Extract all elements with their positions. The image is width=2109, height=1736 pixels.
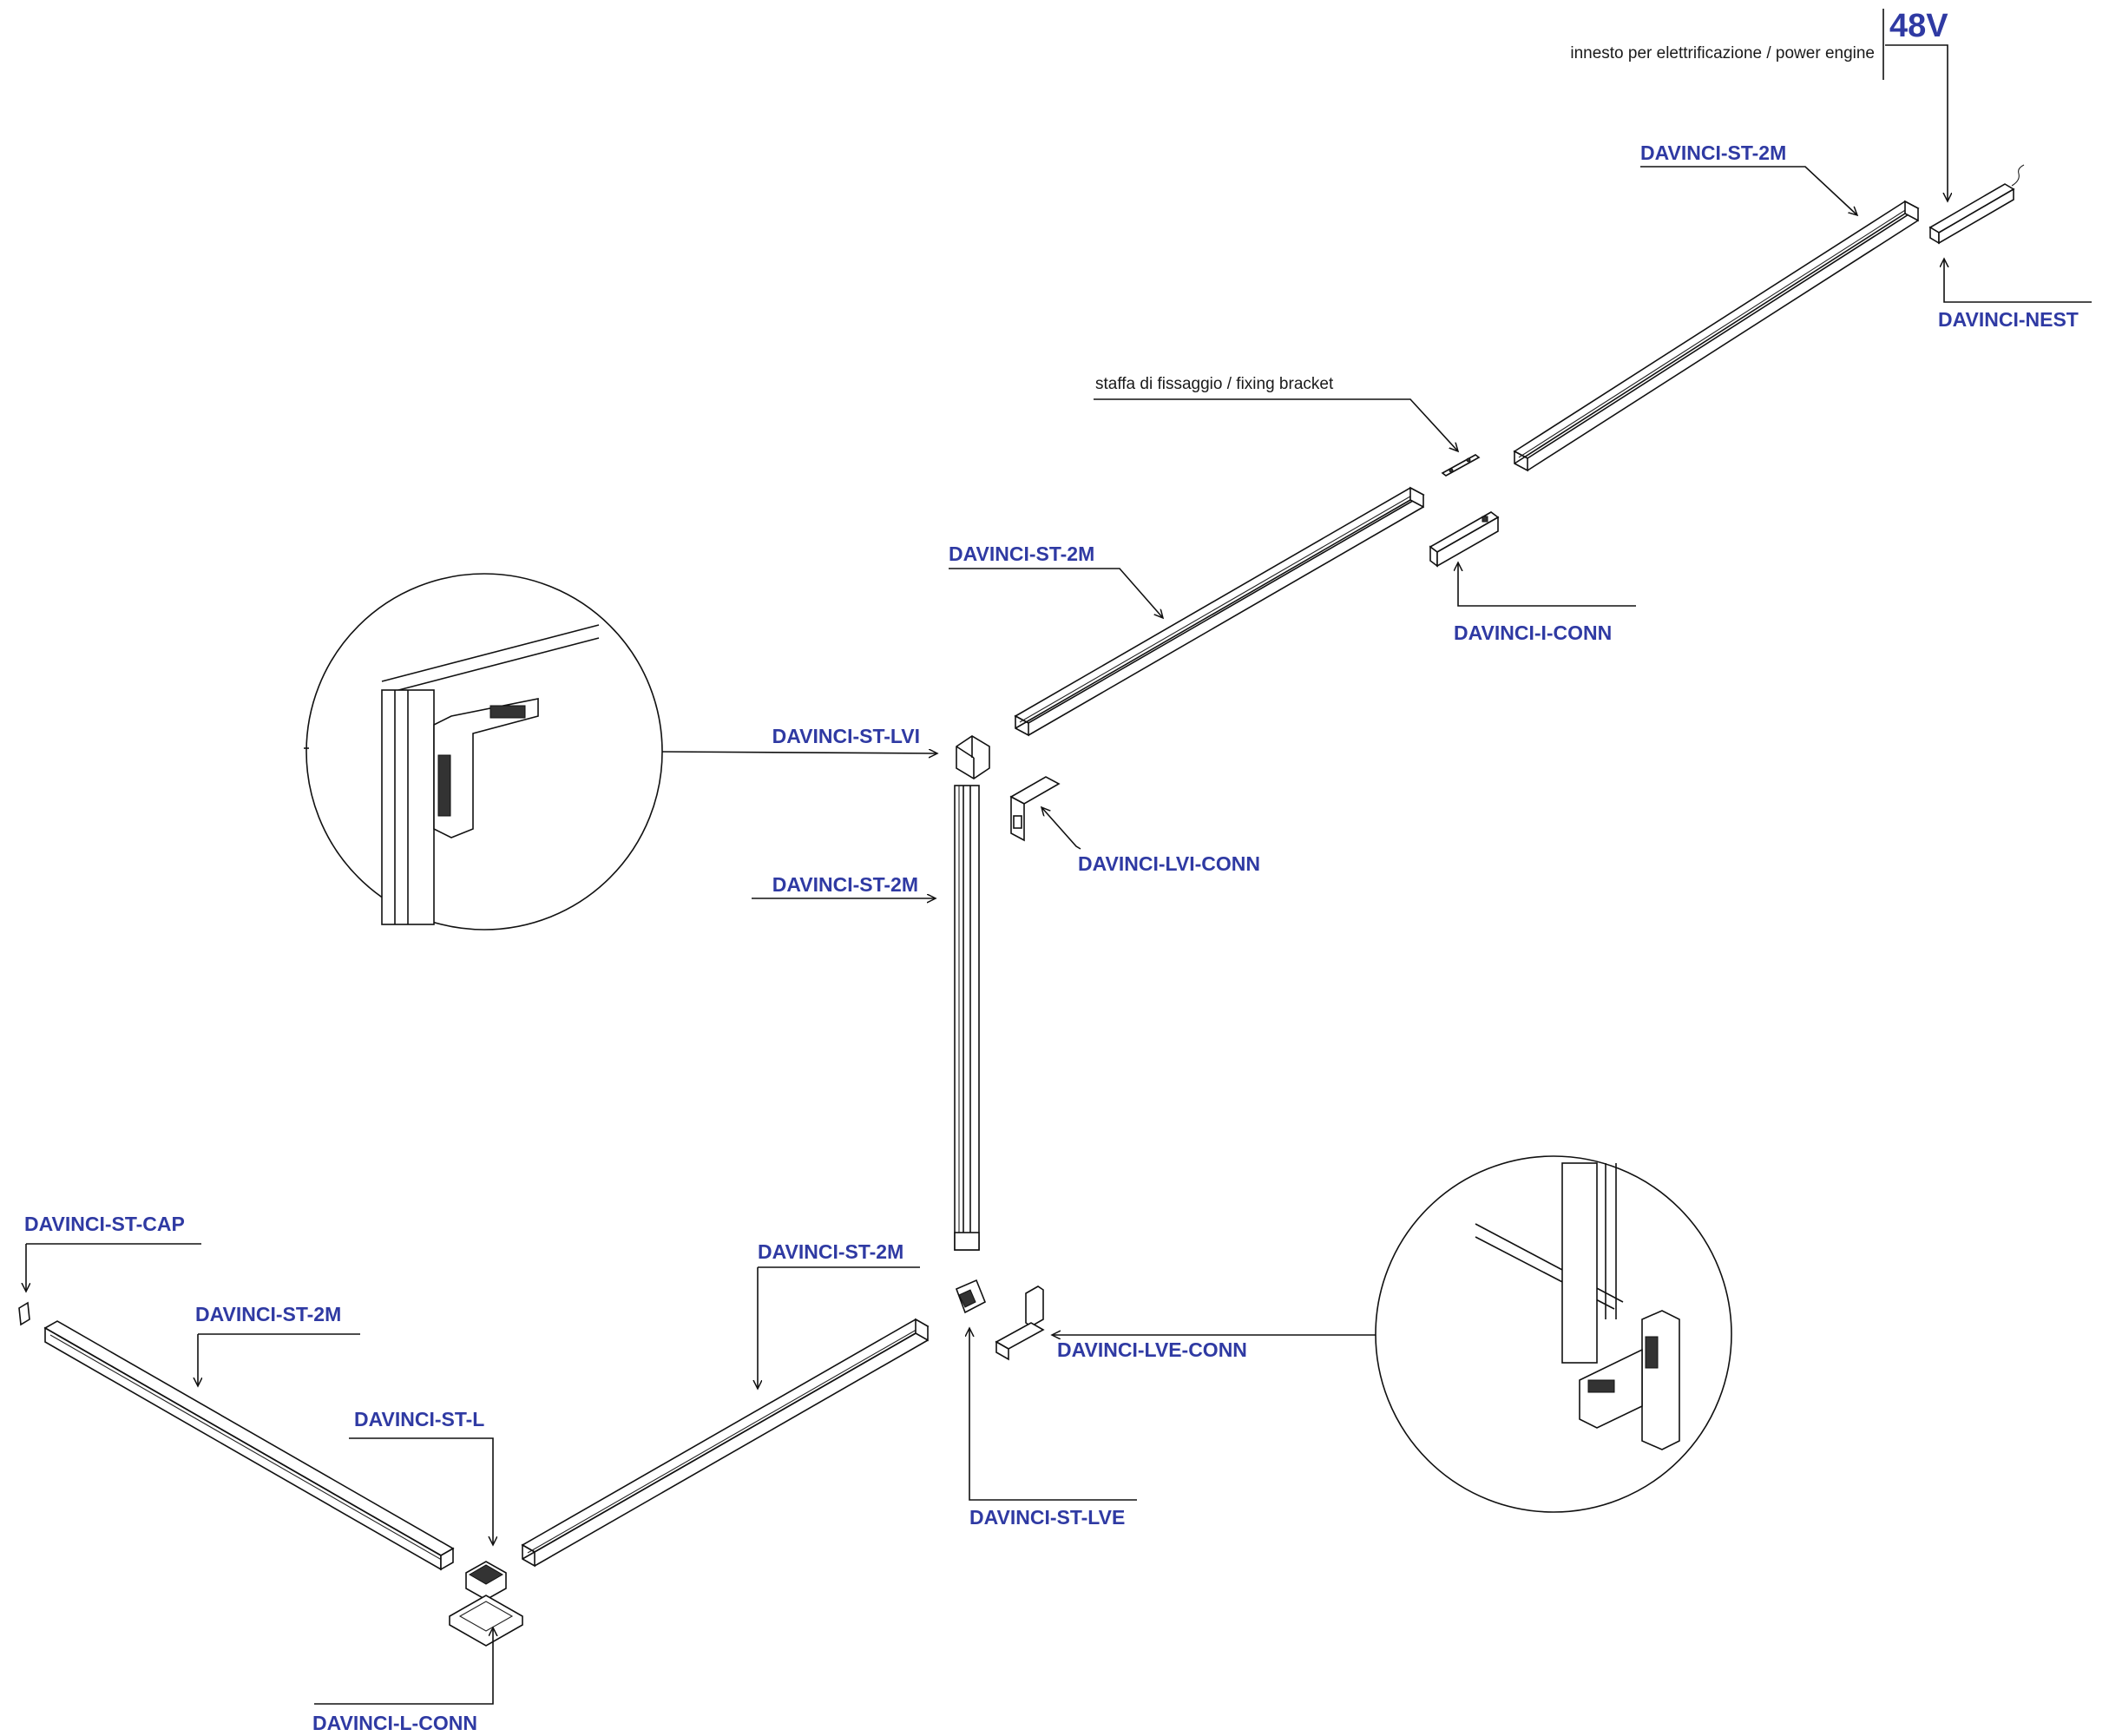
st-l-corner-piece <box>465 1561 507 1601</box>
label-st-lvi: DAVINCI-ST-LVI <box>772 725 920 747</box>
track-profile-bottom-right <box>521 1318 930 1568</box>
fixing-bracket <box>1441 454 1481 477</box>
fixing-bracket-note: staffa di fissaggio / fixing bracket <box>1095 375 1334 393</box>
label-st-2m-top: DAVINCI-ST-2M <box>1640 141 1786 164</box>
label-st-lve: DAVINCI-ST-LVE <box>969 1506 1125 1529</box>
i-connector <box>1429 511 1500 568</box>
label-st-2m-upper: DAVINCI-ST-2M <box>949 542 1094 565</box>
detail-circle-lve <box>1375 1155 1732 1513</box>
label-st-2m-vertical: DAVINCI-ST-2M <box>772 873 918 896</box>
label-st-2m-left: DAVINCI-ST-2M <box>195 1303 341 1325</box>
label-i-conn: DAVINCI-I-CONN <box>1454 621 1612 644</box>
track-profile-upper <box>1014 486 1425 737</box>
label-lvi-conn: DAVINCI-LVI-CONN <box>1078 852 1260 875</box>
lve-connector <box>995 1286 1045 1361</box>
label-nest: DAVINCI-NEST <box>1938 308 2079 331</box>
label-st-2m-right: DAVINCI-ST-2M <box>758 1240 903 1263</box>
st-lvi-corner-piece <box>956 735 990 779</box>
st-lve-corner-piece <box>955 1279 987 1314</box>
label-st-cap: DAVINCI-ST-CAP <box>24 1213 185 1235</box>
label-st-l: DAVINCI-ST-L <box>354 1408 484 1430</box>
label-l-conn: DAVINCI-L-CONN <box>312 1712 477 1734</box>
l-connector <box>449 1595 523 1647</box>
leader-lines <box>26 9 2092 1705</box>
voltage-label: 48V <box>1889 8 1948 44</box>
label-lve-conn: DAVINCI-LVE-CONN <box>1057 1338 1247 1361</box>
power-engine-note: innesto per elettrificazione / power eng… <box>1570 44 1875 62</box>
detail-circle-lvi <box>306 573 663 930</box>
track-profile-top-right <box>1513 200 1920 472</box>
lvi-connector <box>1009 776 1061 842</box>
st-cap-piece <box>18 1301 30 1326</box>
power-engine-nest <box>1928 164 2025 245</box>
track-profile-vertical <box>954 785 980 1251</box>
track-profile-bottom-left <box>43 1320 455 1571</box>
